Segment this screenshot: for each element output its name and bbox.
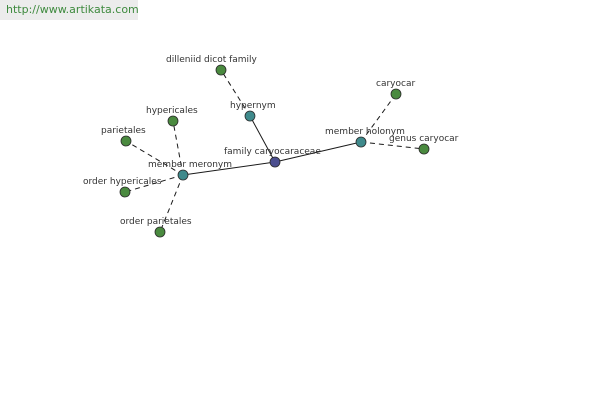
edge-meronym-parietales xyxy=(125,140,184,176)
edge-holonym-genus xyxy=(360,141,425,150)
node-label: order parietales xyxy=(120,217,192,227)
edges-layer xyxy=(124,69,425,233)
edge-hypernym-dilleniid xyxy=(220,69,251,117)
node-parietales[interactable]: parietales xyxy=(101,126,146,147)
node-order-parietales[interactable]: order parietales xyxy=(120,217,192,238)
node-label: parietales xyxy=(101,126,146,136)
node-meronym[interactable]: member meronym xyxy=(148,160,232,181)
node-hypernym[interactable]: hypernym xyxy=(230,101,276,122)
node-label: hypericales xyxy=(146,106,198,116)
node-marker[interactable] xyxy=(269,156,281,168)
node-marker[interactable] xyxy=(154,226,166,238)
node-marker[interactable] xyxy=(244,110,256,122)
node-marker[interactable] xyxy=(215,64,227,76)
edge-family-holonym xyxy=(274,141,362,163)
node-marker[interactable] xyxy=(120,135,132,147)
node-marker[interactable] xyxy=(177,169,189,181)
node-label: dilleniid dicot family xyxy=(166,55,258,65)
node-label: caryocar xyxy=(376,79,415,89)
node-label: hypernym xyxy=(230,101,276,111)
node-label: order hypericales xyxy=(83,177,162,187)
nodes-layer: family caryocaraceae hypernym member holon… xyxy=(83,55,459,238)
node-holonym[interactable]: member holonym xyxy=(325,127,405,148)
edge-family-meronym xyxy=(182,161,276,176)
node-label: family caryocaraceae xyxy=(224,147,321,157)
node-family[interactable]: family caryocaraceae xyxy=(224,147,321,168)
edge-family-hypernym xyxy=(249,115,276,163)
edge-holonym-caryocar xyxy=(360,93,397,143)
node-label: member meronym xyxy=(148,160,232,170)
node-marker[interactable] xyxy=(119,186,131,198)
node-marker[interactable] xyxy=(355,136,367,148)
node-label: member holonym xyxy=(325,127,405,137)
edge-meronym-order_hypericales xyxy=(124,174,184,193)
node-label: genus caryocar xyxy=(389,134,459,144)
node-genus[interactable]: genus caryocar xyxy=(389,134,459,155)
node-order-hypericales[interactable]: order hypericales xyxy=(83,177,162,198)
edge-meronym-order_parietales xyxy=(159,174,184,233)
node-hypericales[interactable]: hypericales xyxy=(146,106,198,127)
node-caryocar[interactable]: caryocar xyxy=(376,79,415,100)
node-marker[interactable] xyxy=(418,143,430,155)
node-marker[interactable] xyxy=(390,88,402,100)
site-watermark[interactable]: http://www.artikata.com xyxy=(0,0,139,20)
node-dilleniid[interactable]: dilleniid dicot family xyxy=(166,55,258,76)
edge-meronym-hypericales xyxy=(172,120,184,176)
node-marker[interactable] xyxy=(167,115,179,127)
